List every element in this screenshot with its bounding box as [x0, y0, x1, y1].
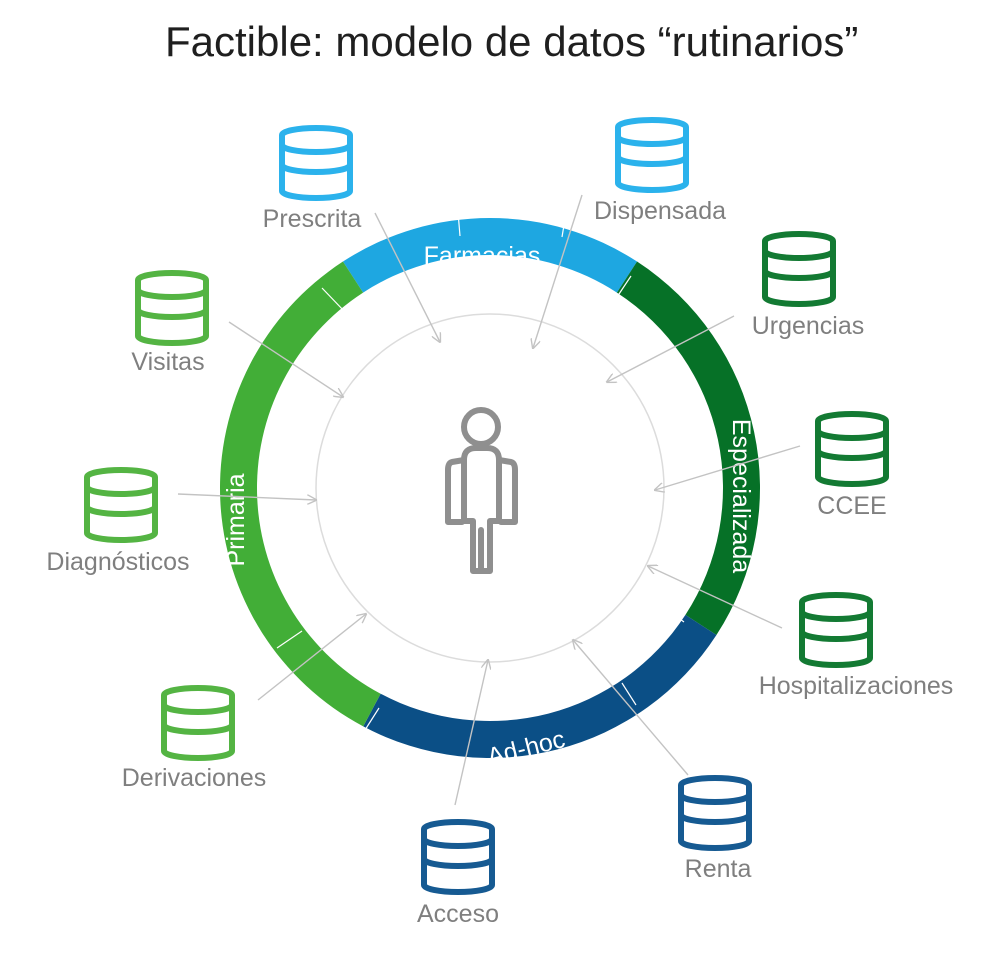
arrow-urgencias [607, 315, 735, 382]
arrow-ccee [655, 445, 801, 490]
label-ccee: CCEE [817, 492, 886, 520]
database-icon-urgencias [762, 231, 836, 307]
person-icon [445, 407, 518, 574]
label-acceso: Acceso [417, 900, 499, 928]
arrows [177, 194, 801, 806]
segment-especializada [616, 261, 760, 636]
segment-adhoc [363, 614, 717, 758]
arrow-renta [573, 640, 689, 776]
arrow-hospitalizaciones [648, 566, 783, 629]
database-icon-acceso [421, 819, 495, 895]
arrow-prescrita [374, 212, 440, 342]
database-icon-dispensada [615, 117, 689, 193]
database-icon-diagnosticos [84, 467, 158, 543]
label-urgencias: Urgencias [752, 312, 865, 340]
database-icon-visitas [135, 270, 209, 346]
label-renta: Renta [685, 855, 752, 883]
ring [219, 217, 760, 758]
database-icon-derivaciones [161, 685, 235, 761]
segment-primaria [219, 261, 381, 727]
inner-circle [315, 313, 665, 663]
arrow-visitas [228, 321, 343, 397]
segment-farmacias [342, 217, 638, 293]
segment-label-primaria: Primaria [222, 473, 250, 566]
arrow-diagnosticos [177, 493, 316, 500]
arrow-acceso [454, 660, 488, 806]
segment-label-farmacias: Farmacias [424, 242, 541, 270]
label-prescrita: Prescrita [263, 205, 362, 233]
label-visitas: Visitas [131, 348, 204, 376]
label-hospitalizaciones: Hospitalizaciones [759, 672, 954, 700]
label-derivaciones: Derivaciones [122, 764, 267, 792]
arrow-dispensada [533, 194, 583, 348]
ring-dividers [276, 211, 685, 731]
database-icon-prescrita [279, 125, 353, 201]
segment-label-especializada: Especializada [727, 419, 755, 573]
label-diagnosticos: Diagnósticos [46, 548, 189, 576]
database-icon-ccee [815, 411, 889, 487]
label-dispensada: Dispensada [594, 197, 726, 225]
database-icon-renta [678, 775, 752, 851]
database-icon-hospitalizaciones [799, 592, 873, 668]
arrow-derivaciones [257, 614, 366, 701]
page-title: Factible: modelo de datos “rutinarios” [165, 18, 859, 65]
